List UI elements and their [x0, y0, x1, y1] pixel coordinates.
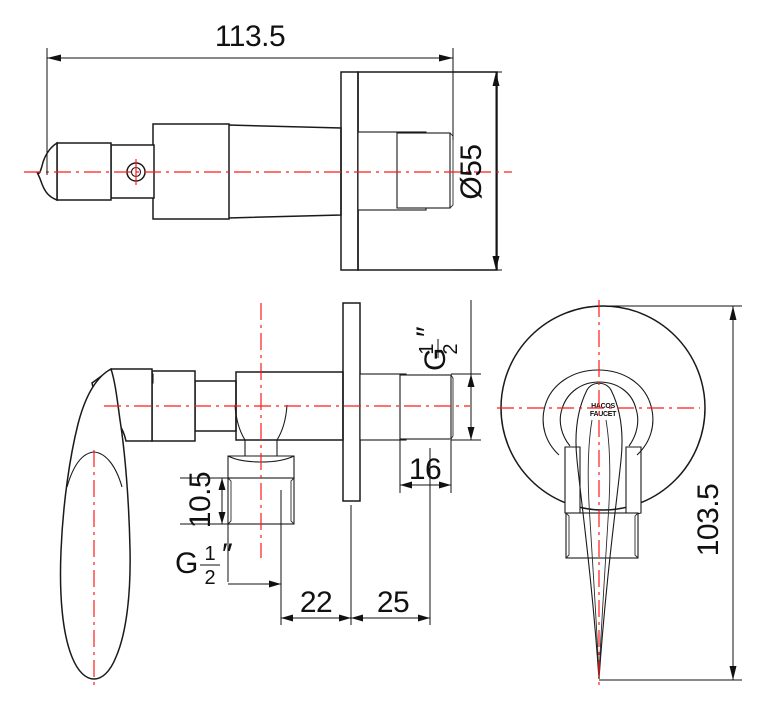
dimension-thread-right-group: G 1 2 ″ — [411, 300, 481, 441]
front-view-cap-outer-ring — [542, 369, 654, 456]
brand-logo: HACOS FAUCET — [590, 403, 618, 418]
side-view-outlet-thread-chamfer — [450, 374, 454, 440]
dim-22-arrow-right — [339, 614, 351, 622]
dimension-diameter-55-group: Ø55 — [453, 71, 502, 271]
dimension-diameter-55-label: Ø55 — [455, 144, 488, 199]
dimension-22-label: 22 — [300, 586, 332, 619]
dimension-113-5-group: 113.5 — [46, 20, 454, 175]
dimension-103-5-group: 103.5 — [599, 305, 742, 681]
dim-113-5-arrow-right — [439, 54, 453, 62]
dim-thread-bottom-arrow — [269, 580, 281, 588]
top-view-outlet-thread — [396, 132, 451, 209]
dim-16-arrow-left — [400, 481, 412, 489]
front-view-outlet-chamfer-right — [634, 512, 639, 559]
dimension-10-5-group: 10.5 — [180, 472, 232, 528]
dimension-25-label: 25 — [377, 586, 409, 619]
dimension-16-group: 16 — [399, 440, 452, 493]
brand-logo-line1: HACOS — [591, 403, 615, 410]
dimension-103-5-label: 103.5 — [692, 484, 725, 557]
dim-10-5-arrow-top — [218, 478, 226, 490]
side-view — [59, 302, 470, 690]
side-view-escutcheon-plate — [342, 302, 361, 502]
dim-d55-arrow-top — [492, 72, 500, 86]
side-view-neck-fillet-right — [276, 404, 290, 457]
dim-25-arrow-left — [351, 614, 363, 622]
dim-22-arrow-left — [281, 614, 293, 622]
dim-10-5-arrow-bottom — [218, 512, 226, 524]
dimension-10-5-label: 10.5 — [184, 472, 217, 528]
dim-16-arrow-right — [439, 481, 451, 489]
top-view-escutcheon-plate — [340, 71, 359, 271]
dimension-thread-right-suffix: ″ — [411, 326, 444, 337]
dim-thread-right-arrow-top — [467, 374, 475, 387]
dimension-thread-right-numerator: 1 — [416, 343, 438, 354]
dimension-thread-right-denominator: 2 — [440, 343, 462, 354]
front-view-lever — [575, 382, 623, 680]
side-view-bottom-thread-chamfer-left — [227, 477, 232, 525]
dimension-thread-bottom-suffix: ″ — [222, 538, 233, 571]
side-view-bottom-thread-chamfer-right — [290, 477, 295, 525]
brand-logo-line2: FAUCET — [590, 411, 617, 418]
dimension-22-25-group: 22 25 — [228, 448, 431, 625]
dim-113-5-arrow-left — [47, 54, 61, 62]
dim-d55-arrow-bottom — [492, 256, 500, 270]
top-view — [24, 71, 512, 271]
top-view-outlet-thread-chamfer — [449, 132, 454, 209]
dimension-thread-right-letter: G — [419, 348, 452, 371]
dim-103-5-arrow-bottom — [729, 666, 737, 680]
dim-25-arrow-right — [418, 614, 430, 622]
dimension-16-label: 16 — [409, 453, 441, 486]
dimension-thread-bottom-group: G 1 2 ″ — [175, 524, 234, 589]
front-view-lever-inner-left — [587, 419, 600, 677]
dimension-thread-bottom-denominator: 2 — [204, 567, 215, 589]
dim-thread-right-text-group: G 1 2 ″ — [411, 326, 462, 371]
front-view-outlet-chamfer-left — [565, 512, 570, 559]
front-view: HACOS FAUCET — [497, 300, 706, 690]
dim-thread-right-arrow-bottom — [467, 427, 475, 440]
side-view-outlet-block — [359, 373, 407, 441]
dim-103-5-arrow-top — [729, 306, 737, 320]
side-view-outlet-thread — [399, 374, 452, 440]
front-view-boss-left — [564, 446, 581, 518]
dimension-thread-bottom-letter: G — [175, 547, 198, 580]
dimension-thread-bottom-numerator: 1 — [204, 543, 215, 565]
front-view-outlet-rect — [565, 512, 639, 559]
front-view-lever-inner-right — [598, 419, 611, 677]
dimension-113-5-label: 113.5 — [215, 20, 285, 53]
side-view-handle-lever — [59, 367, 131, 680]
front-view-boss-right — [625, 446, 642, 518]
